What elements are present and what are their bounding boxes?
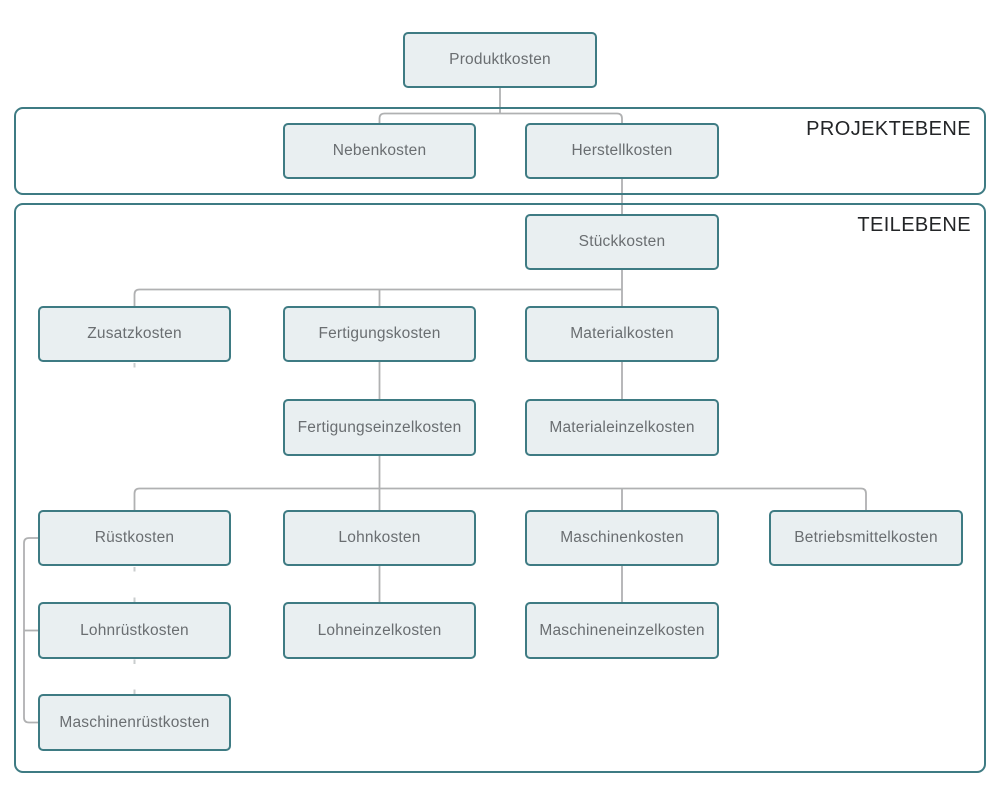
node-herstellkosten: Herstellkosten <box>525 123 719 179</box>
node-zusatzkosten: Zusatzkosten <box>38 306 231 362</box>
node-betriebsmittelkosten: Betriebsmittelkosten <box>769 510 963 566</box>
level-label-teilebene: TEILEBENE <box>857 214 971 236</box>
node-lohnruestkosten: Lohnrüstkosten <box>38 602 231 659</box>
node-fertigungseinzelkosten: Fertigungseinzelkosten <box>283 399 476 456</box>
node-lohnkosten: Lohnkosten <box>283 510 476 566</box>
node-materialkosten: Materialkosten <box>525 306 719 362</box>
node-maschinenruestkosten: Maschinenrüstkosten <box>38 694 231 751</box>
node-maschineneinzelkosten: Maschineneinzelkosten <box>525 602 719 659</box>
level-container-projektebene: PROJEKTEBENE <box>14 107 986 195</box>
node-produktkosten: Produktkosten <box>403 32 597 88</box>
node-lohneinzelkosten: Lohneinzelkosten <box>283 602 476 659</box>
connector-split-projekt <box>378 112 623 123</box>
level-container-teilebene: TEILEBENE <box>14 203 986 773</box>
connector-split-ferteinzel <box>133 487 867 510</box>
level-label-projektebene: PROJEKTEBENE <box>806 118 971 140</box>
connector-split-stueck <box>133 288 622 306</box>
node-fertigungskosten: Fertigungskosten <box>283 306 476 362</box>
node-materialeinzelkosten: Materialeinzelkosten <box>525 399 719 456</box>
node-ruestkosten: Rüstkosten <box>38 510 231 566</box>
node-nebenkosten: Nebenkosten <box>283 123 476 179</box>
node-maschinenkosten: Maschinenkosten <box>525 510 719 566</box>
node-stueckkosten: Stückkosten <box>525 214 719 270</box>
